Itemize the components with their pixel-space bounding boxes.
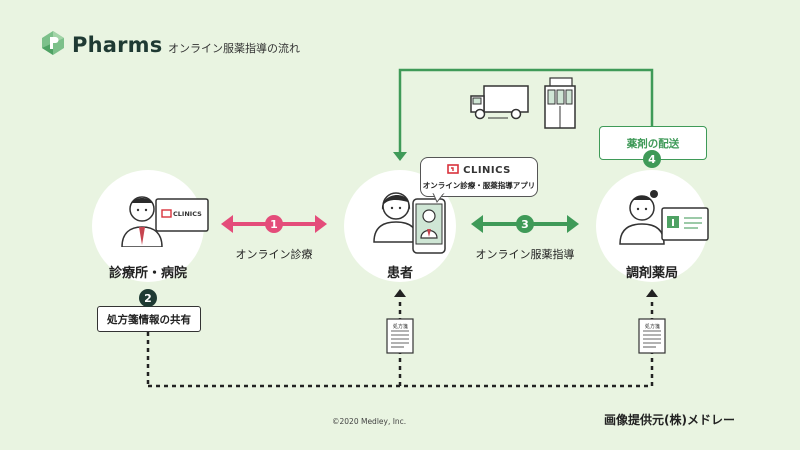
patient-icon	[370, 180, 430, 248]
prescription-doc-label: 処方箋	[393, 324, 409, 330]
pharms-logo-icon	[40, 30, 66, 60]
step2-box: 処方箋情報の共有	[97, 306, 201, 332]
step3-number: 3	[516, 215, 534, 233]
pharmacy-label: 調剤薬局	[625, 266, 678, 281]
delivery-route-line	[398, 68, 654, 157]
callout-tail	[432, 193, 445, 203]
prescription-doc-label: 処方箋	[645, 324, 661, 330]
callout-description: オンライン診療・服薬指導アプリ	[422, 180, 536, 190]
callout-brand: CLINICS	[463, 164, 511, 176]
pharmacist-icon	[614, 182, 710, 250]
patient-dotted-arrowhead	[394, 289, 406, 297]
doctor-icon: CLINICS	[112, 185, 212, 251]
smartphone-icon	[412, 198, 446, 258]
brand-logo: Pharms	[40, 30, 162, 60]
step4-number: 4	[643, 150, 661, 168]
delivery-route-arrowhead	[393, 152, 407, 161]
step2-number: 2	[139, 289, 157, 307]
clinic-label: 診療所・病院	[108, 266, 187, 281]
patient-label: 患者	[386, 266, 413, 281]
brand-name: Pharms	[72, 33, 163, 57]
step2-label: 処方箋情報の共有	[107, 313, 191, 326]
step4-label: 薬剤の配送	[626, 137, 680, 150]
prescription-doc-icon: 処方箋	[638, 318, 666, 358]
clinics-logo-icon	[447, 163, 459, 177]
callout-brand-row: CLINICS	[447, 163, 511, 177]
app-callout: CLINICS オンライン診療・服薬指導アプリ	[420, 157, 538, 197]
page-subtitle: オンライン服薬指導の流れ	[168, 42, 300, 55]
step1-label: オンライン診療	[235, 248, 313, 261]
step3-label: オンライン服薬指導	[475, 248, 575, 261]
prescription-doc-icon: 処方箋	[386, 318, 414, 358]
image-credit: 画像提供元(株)メドレー	[604, 413, 735, 427]
step1-number: 1	[265, 215, 283, 233]
medicine-bag-icon	[542, 76, 578, 134]
copyright-text: ©2020 Medley, Inc.	[332, 417, 407, 426]
truck-icon	[468, 80, 530, 128]
svg-text:CLINICS: CLINICS	[173, 210, 202, 218]
pharmacy-dotted-arrowhead	[646, 289, 658, 297]
